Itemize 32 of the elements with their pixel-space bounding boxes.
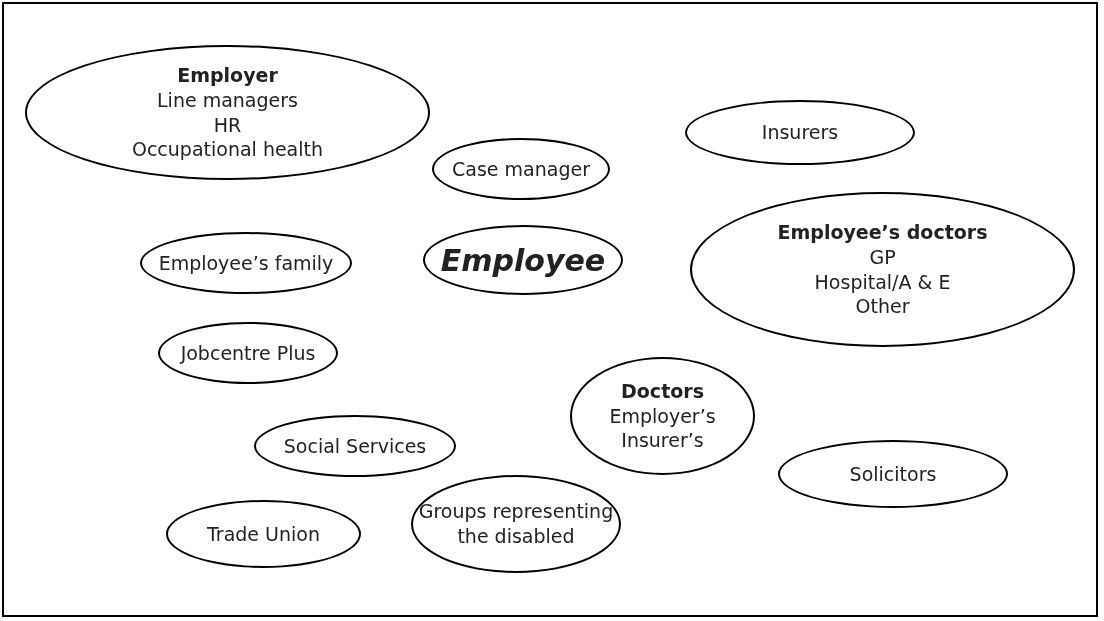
stakeholder-ellipse: [254, 415, 456, 477]
stakeholder-ellipse: [166, 500, 361, 568]
stakeholder-label: Insurer’s: [621, 428, 704, 454]
stakeholder-ellipse: [423, 225, 623, 295]
stakeholder-ellipse: [140, 232, 352, 294]
stakeholder-label: Trade Union: [207, 521, 320, 547]
stakeholder-ellipse: [411, 475, 621, 573]
stakeholder-label: Case manager: [452, 156, 590, 182]
stakeholder-label: Line managers: [157, 87, 298, 113]
stakeholder-ellipse: [690, 192, 1075, 347]
stakeholder-ellipse: [432, 138, 610, 200]
stakeholder-label: Solicitors: [849, 461, 937, 487]
stakeholder-label: Employer’s: [609, 403, 716, 429]
stakeholder-label: Insurers: [761, 120, 839, 145]
stakeholder-label: Other: [855, 294, 910, 319]
stakeholder-ellipse: [778, 440, 1008, 508]
stakeholder-label: Hospital/A & E: [814, 269, 951, 295]
stakeholder-label: HR: [213, 112, 242, 138]
stakeholder-ellipse: [685, 100, 915, 165]
stakeholder-ellipse: [25, 45, 430, 180]
stakeholder-ellipse: [570, 357, 755, 475]
stakeholder-label: Occupational health: [131, 137, 324, 162]
stakeholder-label: Employee’s family: [158, 250, 334, 276]
group-heading: Employee’s doctors: [777, 220, 988, 245]
stakeholder-label: Jobcentre Plus: [180, 340, 316, 366]
group-heading: Doctors: [621, 378, 704, 404]
stakeholder-label: GP: [869, 244, 896, 270]
stakeholder-label: Groups representing the disabled: [417, 499, 615, 549]
central-label: Employee: [440, 241, 606, 280]
group-heading: Employer: [177, 63, 278, 88]
stakeholder-ellipse: [158, 322, 338, 384]
stakeholder-label: Social Services: [283, 433, 427, 459]
